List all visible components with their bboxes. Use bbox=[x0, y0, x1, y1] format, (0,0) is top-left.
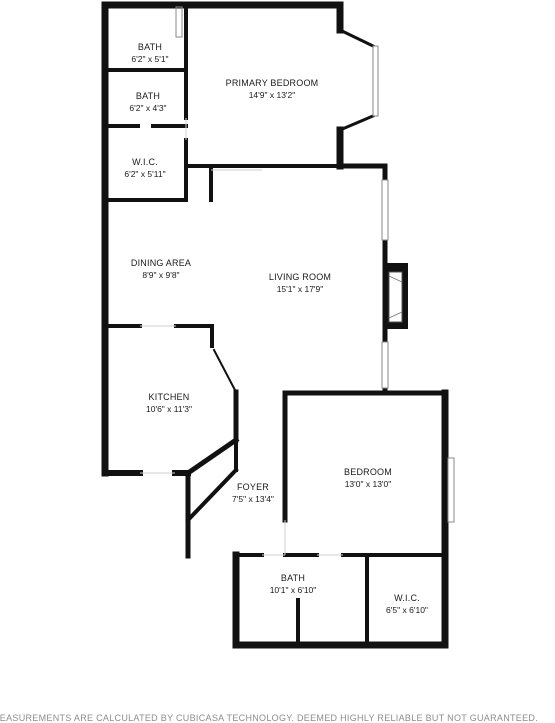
room-bath-top: BATH 6'2" x 5'1" bbox=[131, 42, 168, 64]
room-foyer: FOYER 7'5" x 13'4" bbox=[232, 482, 274, 504]
room-wic-top: W.I.C. 6'2" x 5'11" bbox=[124, 157, 165, 179]
room-dimensions: 10'1" x 6'10" bbox=[270, 585, 317, 595]
room-name: BATH bbox=[138, 42, 162, 52]
room-primary-bedroom: PRIMARY BEDROOM 14'9" x 13'2" bbox=[226, 78, 319, 100]
disclaimer-text: MEASUREMENTS ARE CALCULATED BY CUBICASA … bbox=[0, 713, 538, 723]
room-labels: BATH 6'2" x 5'1" PRIMARY BEDROOM 14'9" x… bbox=[124, 42, 428, 615]
room-living-room: LIVING ROOM 15'1" x 17'9" bbox=[269, 272, 331, 294]
room-bedroom: BEDROOM 13'0" x 13'0" bbox=[344, 467, 392, 489]
room-name: LIVING ROOM bbox=[269, 272, 331, 282]
room-dimensions: 14'9" x 13'2" bbox=[249, 90, 296, 100]
room-dimensions: 6'2" x 5'1" bbox=[131, 54, 168, 64]
room-dining-area: DINING AREA 8'9" x 9'8" bbox=[131, 258, 191, 280]
room-dimensions: 13'0" x 13'0" bbox=[345, 479, 392, 489]
door-openings bbox=[140, 118, 343, 556]
room-dimensions: 7'5" x 13'4" bbox=[232, 494, 274, 504]
room-name: W.I.C. bbox=[132, 157, 158, 167]
room-name: FOYER bbox=[237, 482, 269, 492]
room-dimensions: 8'9" x 9'8" bbox=[142, 270, 179, 280]
room-wic-bottom: W.I.C. 6'5" x 6'10" bbox=[386, 593, 428, 615]
room-name: BATH bbox=[136, 91, 160, 101]
room-bath-middle: BATH 6'2" x 4'3" bbox=[129, 91, 166, 113]
room-name: PRIMARY BEDROOM bbox=[226, 78, 319, 88]
room-dimensions: 10'6" x 11'3" bbox=[146, 404, 192, 414]
room-name: KITCHEN bbox=[149, 392, 190, 402]
room-bath-bottom: BATH 10'1" x 6'10" bbox=[270, 573, 317, 595]
fireplace bbox=[386, 263, 408, 329]
room-name: BATH bbox=[281, 573, 305, 583]
room-name: W.I.C. bbox=[394, 593, 420, 603]
windows bbox=[175, 6, 455, 523]
room-kitchen: KITCHEN 10'6" x 11'3" bbox=[146, 392, 192, 414]
room-dimensions: 6'2" x 4'3" bbox=[129, 103, 166, 113]
room-dimensions: 15'1" x 17'9" bbox=[277, 284, 324, 294]
room-name: DINING AREA bbox=[131, 258, 191, 268]
room-dimensions: 6'5" x 6'10" bbox=[386, 605, 428, 615]
room-name: BEDROOM bbox=[344, 467, 392, 477]
walls bbox=[101, 1, 449, 649]
room-dimensions: 6'2" x 5'11" bbox=[124, 169, 165, 179]
